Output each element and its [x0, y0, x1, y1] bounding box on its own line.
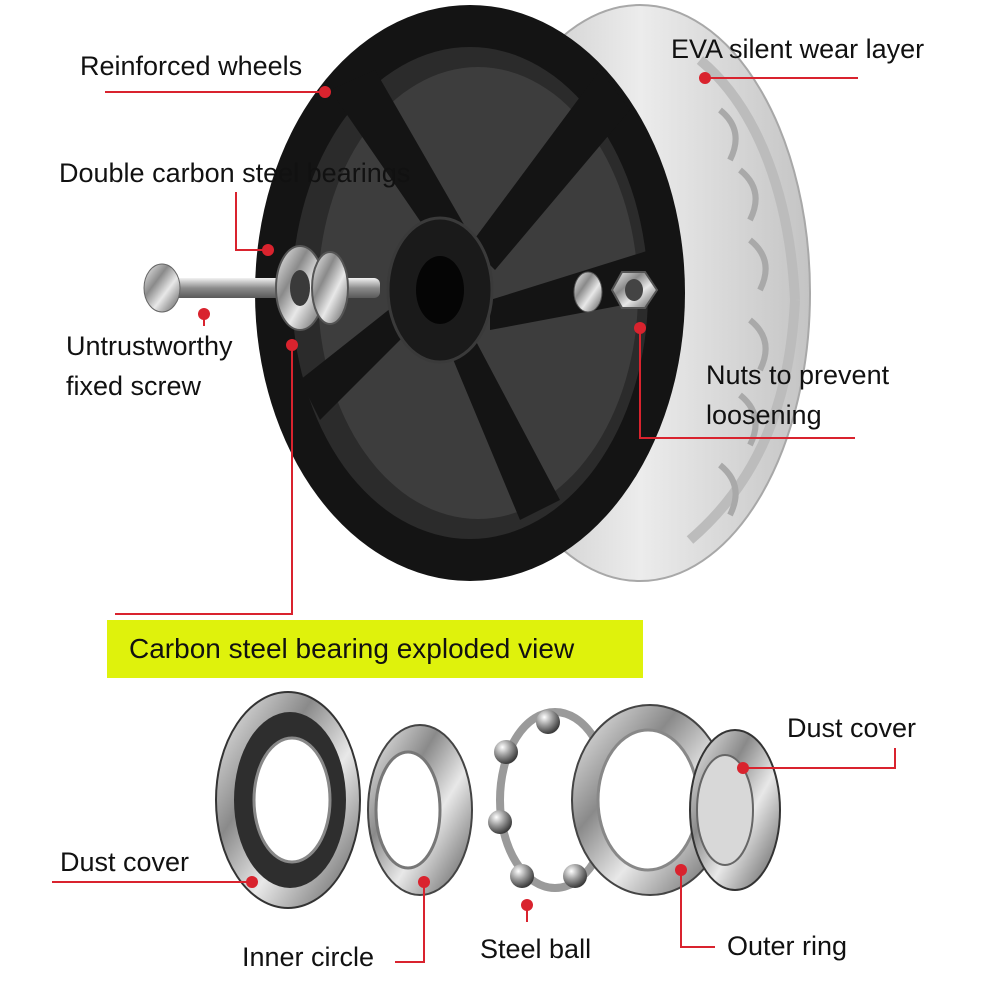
dot-double-bearings: [262, 244, 274, 256]
dust-cover-left-part: [215, 691, 361, 909]
leader-nuts: [639, 328, 855, 439]
dot-eva-layer: [699, 72, 711, 84]
label-inner-circle: Inner circle: [242, 942, 375, 972]
dot-screw: [198, 308, 210, 320]
leader-inner-circle: [395, 882, 425, 963]
label-steel-ball: Steel ball: [480, 934, 592, 964]
leader-outer-ring: [680, 870, 715, 948]
dot-nuts: [634, 322, 646, 334]
leader-double-bearings: [235, 192, 268, 251]
label-reinforced-wheels: Reinforced wheels: [80, 51, 303, 81]
label-dust-cover-left: Dust cover: [60, 847, 190, 877]
label-double-bearings: Double carbon steel bearings: [59, 158, 411, 188]
dot-dust-cover-right: [737, 762, 749, 774]
double-bearings: [275, 245, 349, 331]
label-outer-ring: Outer ring: [727, 931, 848, 961]
exploded-view-title: Carbon steel bearing exploded view: [129, 633, 575, 664]
anti-loosening-nuts: [573, 271, 659, 313]
outer-ring-part: [571, 704, 729, 896]
leader-dust-cover-right: [743, 748, 896, 769]
dot-inner-circle: [418, 876, 430, 888]
bearing-exploded-illustration: [215, 691, 781, 909]
exploded-view-banner: Carbon steel bearing exploded view: [107, 620, 643, 678]
dot-steel-ball: [521, 899, 533, 911]
inner-circle-part: [367, 724, 473, 896]
dot-carbon-bearing: [286, 339, 298, 351]
dust-cover-right-part: [689, 729, 781, 891]
label-dust-cover-right: Dust cover: [787, 713, 917, 743]
dot-reinforced-wheels: [319, 86, 331, 98]
label-screw-line1: Untrustworthy: [66, 331, 233, 361]
label-nuts-line2: loosening: [706, 400, 822, 430]
dot-dust-cover-left: [246, 876, 258, 888]
label-nuts-line1: Nuts to prevent: [706, 360, 890, 390]
label-screw-line2: fixed screw: [66, 371, 202, 401]
reinforced-wheel-rim: [255, 5, 685, 581]
label-eva-layer: EVA silent wear layer: [671, 34, 925, 64]
dot-outer-ring: [675, 864, 687, 876]
wheel-illustration: [143, 4, 811, 582]
leader-carbon-bearing: [115, 345, 293, 615]
